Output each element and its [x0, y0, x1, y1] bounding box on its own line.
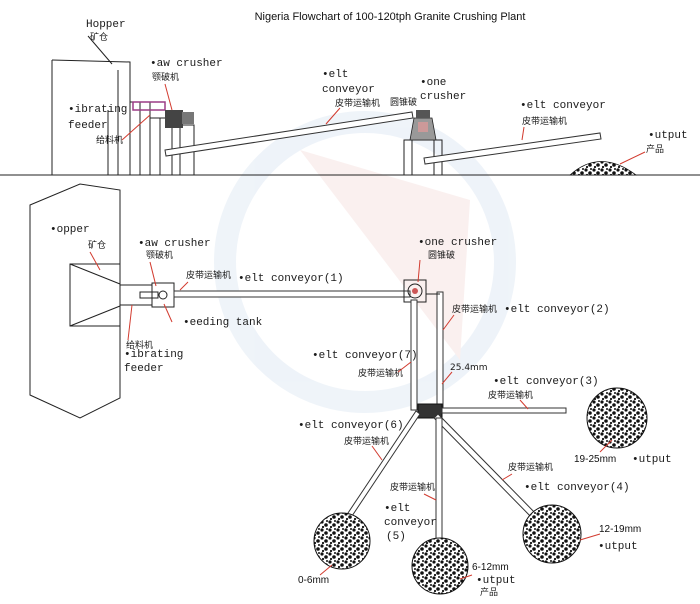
plan-conveyor-6-label: •elt conveyor(6): [298, 420, 404, 432]
side-view: Hopper 矿仓 •aw crusher 颚破机 •ibrating feed…: [0, 19, 700, 176]
side-belt-conveyor-cn-label: 皮带运输机: [335, 97, 380, 109]
plan-conveyor-6-cn-label: 皮带运输机: [344, 435, 389, 447]
plan-conveyor-1-cn-label: 皮带运输机: [186, 269, 231, 281]
pile-19-25mm-label: 19-25mm: [574, 454, 616, 465]
side-cone-crusher-label-2: crusher: [420, 91, 466, 103]
side-cone-crusher-label-1: •one: [420, 77, 446, 89]
side-hopper-cn-label: 矿仓: [90, 31, 108, 43]
plan-conveyor-2-label: •elt conveyor(2): [504, 304, 610, 316]
pile-19-25mm: [586, 387, 648, 449]
plan-screen-size-label: 25.4mm: [450, 363, 488, 373]
pile-12-19mm-label: 12-19mm: [599, 524, 641, 535]
side-vibrating-feeder-label-1: •ibrating: [68, 104, 127, 116]
plan-hopper: [29, 183, 121, 419]
plan-conveyor-5-label-3: (5): [386, 531, 406, 543]
pile-6-12mm: [411, 537, 469, 595]
plan-conveyor-5-label-2: conveyor: [384, 517, 437, 529]
plan-conveyor-3-label: •elt conveyor(3): [493, 376, 599, 388]
plan-belt-conveyor-3: [441, 407, 567, 414]
side-belt-conveyor-label-1: •elt: [322, 69, 348, 81]
side-belt-conveyor-1: [164, 111, 414, 157]
pile-0-6mm-label: 0-6mm: [298, 575, 329, 586]
pile-12-19mm: [522, 504, 582, 564]
plan-cone-crusher-label: •one crusher: [418, 237, 497, 249]
page-title: Nigeria Flowchart of 100-120tph Granite …: [255, 11, 526, 23]
side-output-cn-label: 产品: [646, 143, 664, 155]
side-belt-conveyor-label-2: conveyor: [322, 84, 375, 96]
side-output-label: •utput: [648, 130, 688, 142]
side-output-pile: [568, 161, 638, 176]
plan-feeder-jaw: [119, 282, 175, 308]
plan-conveyor-3-cn-label: 皮带运输机: [488, 389, 533, 401]
plan-belt-conveyor-2: [436, 291, 444, 409]
plan-vibrating-feeder-label-1: •ibrating: [124, 349, 183, 361]
plan-conveyor-4-label: •elt conveyor(4): [524, 482, 630, 494]
plan-belt-conveyor-7: [410, 299, 418, 411]
plan-jaw-crusher-label: •aw crusher: [138, 238, 211, 250]
plan-belt-conveyor-5: [435, 417, 443, 557]
plan-conveyor-4-cn-label: 皮带运输机: [508, 461, 553, 473]
plan-view: •opper 矿仓 •aw crusher 颚破机 给料机 •eeding ta…: [29, 183, 672, 598]
plan-cone-crusher: [403, 279, 427, 303]
plan-output-a-label: •utput: [632, 454, 672, 466]
side-belt-conveyor-b-cn-label: 皮带运输机: [522, 115, 567, 127]
side-cone-crusher-cn-label: 圆锥破: [390, 96, 417, 108]
plan-conveyor-5-label-1: •elt: [384, 503, 410, 515]
plan-jaw-crusher-cn-label: 颚破机: [146, 249, 173, 261]
plan-output-c-cn-label: 产品: [480, 586, 498, 598]
side-jaw-crusher-cn-label: 颚破机: [152, 71, 179, 83]
plan-vibrating-feeder-label-2: feeder: [124, 363, 164, 375]
plan-feeding-tank-label: •eeding tank: [183, 317, 263, 329]
plan-conveyor-5-cn-label: 皮带运输机: [390, 481, 435, 493]
plan-conveyor-7-cn-label: 皮带运输机: [358, 367, 403, 379]
plan-belt-conveyor-1: [173, 290, 411, 298]
plan-cone-crusher-cn-label: 圆锥破: [428, 249, 455, 261]
plan-conveyor-2-cn-label: 皮带运输机: [452, 303, 497, 315]
plan-conveyor-7-label: •elt conveyor(7): [312, 350, 418, 362]
side-feeder-jaw-frame: [129, 101, 195, 176]
plan-feeder-cn-label: 给料机: [126, 339, 153, 351]
plan-hopper-label: •opper: [50, 224, 90, 236]
plan-conveyor-1-label: •elt conveyor(1): [238, 273, 344, 285]
side-belt-conveyor-b-label: •elt conveyor: [520, 100, 606, 112]
side-belt-conveyor-2: [423, 132, 602, 165]
plan-hopper-cn-label: 矿仓: [88, 239, 106, 251]
side-vibrating-feeder-label-2: feeder: [68, 120, 108, 132]
plan-output-c-label: •utput: [476, 575, 516, 587]
side-feeder-cn-label: 给料机: [96, 134, 123, 146]
plan-output-b-label: •utput: [598, 541, 638, 553]
side-jaw-crusher-label: •aw crusher: [150, 58, 223, 70]
pile-6-12mm-label: 6-12mm: [472, 562, 509, 573]
side-hopper-label: Hopper: [86, 19, 126, 31]
pile-0-6mm: [313, 512, 371, 570]
